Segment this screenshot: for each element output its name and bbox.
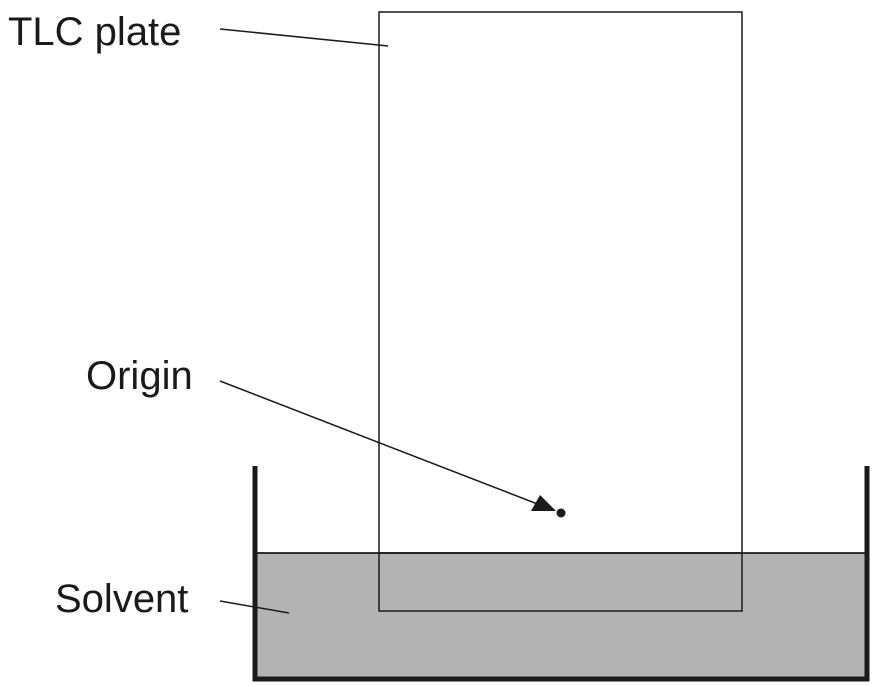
solvent-liquid bbox=[254, 552, 868, 680]
solvent-leader-line bbox=[219, 600, 290, 614]
tlc-plate-upper bbox=[378, 11, 743, 554]
origin-leader-line bbox=[219, 380, 541, 506]
origin-spot bbox=[556, 508, 566, 518]
origin-arrowhead bbox=[531, 495, 556, 511]
solvent-label: Solvent bbox=[55, 577, 188, 621]
plate-leader-line bbox=[219, 28, 389, 47]
origin-label: Origin bbox=[86, 354, 193, 398]
plate-label: TLC plate bbox=[8, 10, 181, 54]
beaker bbox=[252, 466, 870, 682]
